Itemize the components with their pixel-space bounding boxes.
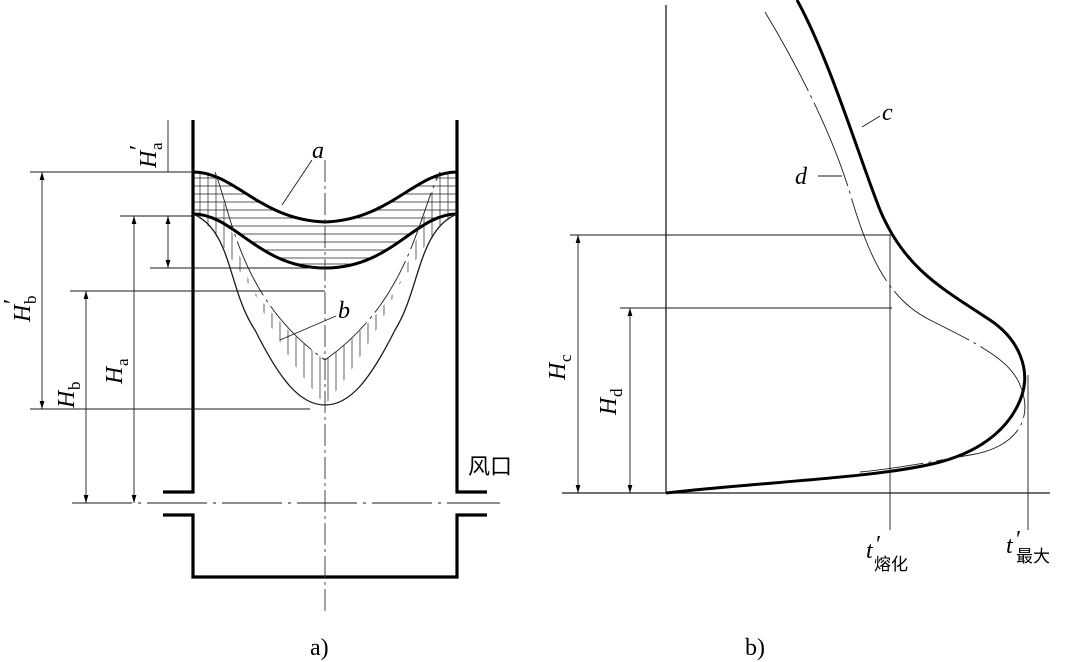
label-hb-prime-sub: b <box>21 296 40 305</box>
label-hb: H b <box>54 382 84 410</box>
tuyere-label: 风口 <box>468 455 512 480</box>
label-hc-sub: c <box>556 354 575 362</box>
curve-a-label: a <box>312 138 324 164</box>
label-hc-main: H <box>545 361 571 381</box>
panel-a: a b 风口 H a ′ H b ′ H b H a a) <box>0 120 512 661</box>
label-ha-prime-sub: a <box>147 142 166 150</box>
label-ha-sub: a <box>113 358 132 366</box>
curve-c-label: c <box>882 100 893 126</box>
label-ha-prime-prime: ′ <box>126 145 152 150</box>
furnace-left-wall <box>163 120 195 494</box>
label-ha-main: H <box>102 365 128 385</box>
curve-b-inner <box>214 171 441 361</box>
label-hb-sub: b <box>65 382 84 391</box>
furnace-right-wall <box>455 120 487 494</box>
label-t-melt-main: t <box>866 538 874 564</box>
label-hb-prime: H b ′ <box>0 296 40 324</box>
label-hd: H d <box>596 388 626 416</box>
label-hc: H c <box>545 354 575 381</box>
label-hb-main: H <box>54 389 80 409</box>
leader-b <box>279 315 337 341</box>
curve-c <box>665 0 1027 495</box>
curve-d-label: d <box>795 164 808 190</box>
label-t-melt: t ′ 熔化 <box>866 532 908 575</box>
caption-a: a) <box>310 635 329 661</box>
curve-d <box>764 11 1026 473</box>
leader-c <box>861 115 881 128</box>
label-t-max-main: t <box>1006 533 1014 559</box>
panel-b: c d H c H d t ′ 熔化 t ′ 最大 b) <box>545 0 1050 661</box>
label-hd-main: H <box>596 396 622 416</box>
label-t-max: t ′ 最大 <box>1006 527 1050 567</box>
label-hb-prime-prime: ′ <box>0 299 26 304</box>
label-t-melt-sub: 熔化 <box>874 555 908 575</box>
caption-b: b) <box>745 635 765 661</box>
leader-a <box>281 159 313 206</box>
label-t-melt-prime: ′ <box>876 532 881 558</box>
label-ha: H a <box>102 358 132 385</box>
curve-b-label: b <box>338 298 350 324</box>
label-hb-prime-main: H <box>10 303 36 323</box>
label-t-max-sub: 最大 <box>1016 547 1050 567</box>
label-t-max-prime: ′ <box>1016 527 1021 553</box>
label-ha-prime-main: H <box>136 149 162 169</box>
label-hd-sub: d <box>607 388 626 397</box>
label-ha-prime: H a ′ <box>126 142 166 169</box>
